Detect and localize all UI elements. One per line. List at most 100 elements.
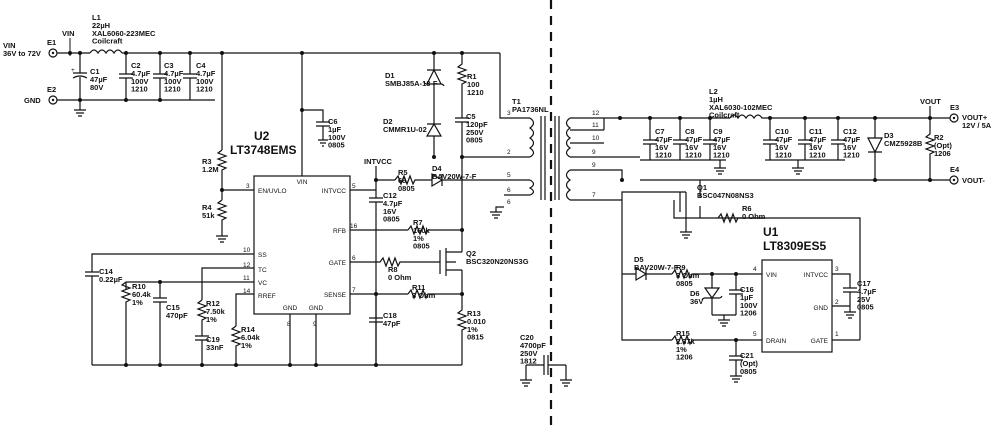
svg-text:7: 7 (592, 192, 596, 199)
u2-pinnum-gnd1: 8 (287, 321, 291, 328)
input-terminal-e2 (48, 95, 58, 105)
net-label-vin: VIN (62, 29, 75, 38)
u2-pinnum-rfb: 16 (350, 223, 358, 230)
transformer-t1 (504, 116, 604, 201)
capacitor-c12-output (831, 118, 845, 160)
resistor-r13 (456, 294, 468, 365)
u2-pinnum-gate: 6 (352, 255, 356, 262)
mosfet-q2 (439, 230, 463, 292)
wire-secondary-output (603, 117, 730, 130)
u2-pin-sense: SENSE (324, 292, 347, 299)
svg-text:6: 6 (507, 187, 511, 194)
svg-text:12: 12 (592, 110, 600, 117)
ic-u2-body (253, 175, 351, 315)
capacitor-c6 (302, 109, 330, 147)
ground-symbol-c20-secondary (560, 365, 572, 387)
capacitor-c7 (643, 118, 657, 160)
ground-symbol-q1 (680, 226, 692, 239)
ground-symbol-input (74, 100, 86, 117)
capacitor-c21 (729, 340, 743, 383)
u2-pinnum-vc: 11 (243, 275, 250, 282)
wire-tc (201, 267, 254, 300)
resistor-r9 (671, 268, 762, 280)
wire-vin-to-t1 (499, 53, 504, 119)
capacitor-c5 (455, 117, 469, 157)
diode-d2 (425, 122, 443, 157)
terminal-e1-label: E1 (47, 38, 56, 47)
svg-text:3: 3 (507, 110, 511, 117)
u2-pinnum-gnd2: 9 (313, 321, 317, 328)
u2-pinnum-sense: 7 (352, 287, 356, 294)
wire-u2-gnd (289, 314, 317, 365)
resistor-r10 (120, 281, 132, 365)
capacitor-c3 (153, 53, 167, 100)
resistor-r3 (216, 149, 228, 200)
ground-symbol-secondary-2 (792, 160, 804, 175)
resistor-r5 (394, 174, 428, 186)
u1-pin-drain: DRAIN (766, 338, 787, 345)
svg-text:2: 2 (507, 149, 511, 156)
label-r2: R2(Opt)1206 (934, 133, 952, 158)
label-c21: C21(Opt)0805 (740, 351, 758, 376)
u1-pinnum-gnd: 2 (835, 299, 839, 306)
u2-pin-en: EN/UVLO (258, 188, 287, 195)
resistor-r1 (456, 53, 468, 118)
ic-u2-part: LT3748EMS (230, 143, 296, 157)
capacitor-c14 (85, 271, 99, 365)
u2-pinnum-tc: 12 (243, 262, 251, 269)
capacitor-c1: + (71, 53, 88, 100)
net-label-intvcc: INTVCC (364, 157, 393, 166)
ic-u2-ref: U2 (254, 129, 270, 143)
zener-diode-d3 (867, 118, 883, 180)
wire-switch-node (461, 156, 504, 230)
u1-pin-vin: VIN (766, 272, 777, 279)
capacitor-c4 (183, 53, 197, 100)
u2-pinnum-intvcc: 5 (352, 183, 356, 190)
terminal-e4-label: E4 (950, 165, 960, 174)
ground-symbol-c20-primary (520, 365, 532, 387)
resistor-r2 (924, 118, 936, 180)
ground-symbol-t1 (490, 206, 504, 219)
capacitor-c8 (673, 118, 687, 160)
resistor-r12 (196, 299, 208, 336)
tvs-diode-d1 (423, 53, 445, 122)
resistor-r11 (407, 288, 462, 300)
output-terminal-e3 (949, 113, 959, 123)
net-label-vout-neg: VOUT- (962, 176, 985, 185)
capacitor-c19 (195, 335, 209, 365)
u2-pin-vin: VIN (297, 179, 308, 186)
u2-pinnum-rref: 14 (243, 288, 251, 295)
u1-pin-gnd: GND (814, 305, 829, 312)
capacitor-c17 (832, 273, 857, 319)
capacitor-c18 (369, 294, 383, 365)
u2-pinnum-en: 3 (246, 183, 250, 190)
u2-pin-rref: RREF (258, 293, 276, 300)
wire-secondary-low (604, 169, 623, 180)
capacitor-c9 (703, 118, 717, 160)
ground-symbol-u1-vin (718, 315, 730, 327)
